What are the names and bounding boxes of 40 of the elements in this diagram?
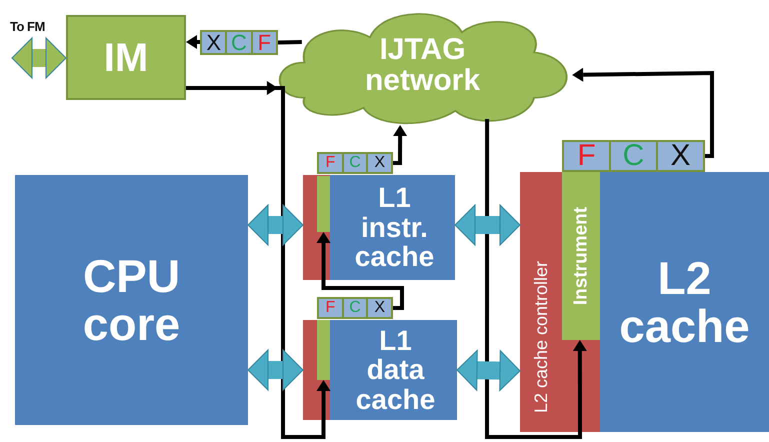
block-arrow	[454, 204, 520, 246]
arrow	[485, 119, 587, 439]
register-bit: C	[225, 30, 253, 55]
controller-block	[303, 175, 330, 280]
block-label: L1 data cache	[354, 326, 436, 414]
arrow	[393, 124, 408, 165]
cache-block	[15, 175, 248, 425]
controller-label: L2 cache controller	[532, 260, 550, 414]
block-label: CPU core	[82, 252, 182, 348]
edge-label: To FM	[10, 19, 45, 34]
register-bit: X	[200, 30, 228, 55]
block-label: L2 cache	[618, 254, 751, 350]
module-label: IM	[104, 36, 148, 78]
block-label: L1 instr. cache	[354, 183, 436, 272]
register-bit: C	[609, 140, 658, 172]
arrow	[186, 35, 200, 49]
register-bit: F	[317, 152, 344, 174]
instrument-bar	[562, 172, 600, 340]
network-label: IJTAG network	[364, 34, 482, 96]
cache-block	[330, 175, 455, 280]
cache-block	[330, 320, 457, 420]
arrow	[572, 68, 714, 158]
register-bit: X	[366, 297, 394, 319]
arrow	[316, 232, 404, 310]
controller-block	[520, 172, 600, 432]
block-arrow	[248, 204, 304, 246]
register-bit: X	[656, 140, 705, 172]
module-box	[66, 15, 186, 100]
instrument-bar	[317, 176, 330, 232]
block-arrow	[456, 350, 520, 392]
register-bit: F	[317, 297, 344, 319]
controller-block	[303, 320, 330, 420]
register-bit: F	[250, 30, 278, 55]
instrument-label: Instrument	[572, 206, 590, 306]
register-bit: X	[366, 152, 394, 174]
block-arrow	[12, 38, 66, 78]
register-bit: F	[562, 140, 611, 172]
block-arrow	[248, 350, 304, 390]
cache-block	[600, 172, 769, 432]
instrument-bar	[317, 320, 330, 380]
